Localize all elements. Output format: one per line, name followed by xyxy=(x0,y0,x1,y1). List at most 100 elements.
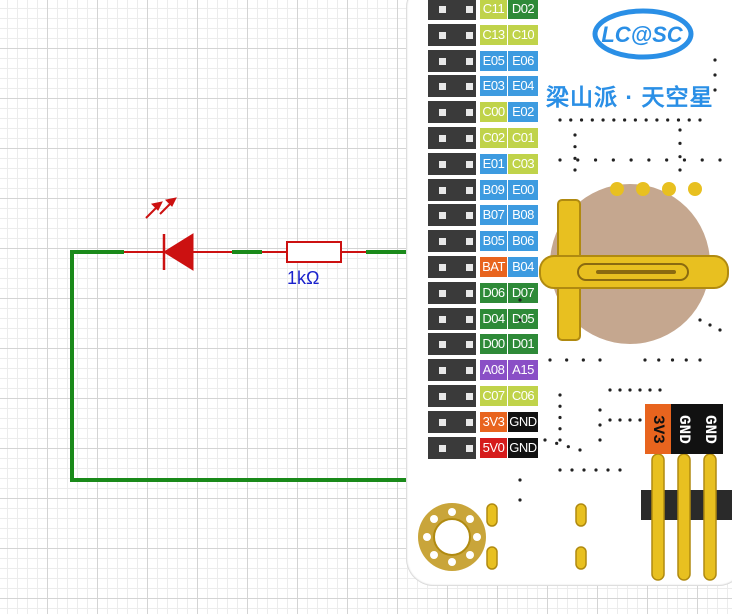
bottom-header-label: 3V3 xyxy=(645,404,671,454)
header-pin-block[interactable] xyxy=(428,436,476,459)
pin-label: GND xyxy=(508,411,538,432)
pin-square[interactable] xyxy=(439,315,446,323)
pin-square[interactable] xyxy=(466,57,473,65)
resistor-value-label[interactable]: 1kΩ xyxy=(287,268,320,288)
header-pin-block[interactable] xyxy=(428,385,476,407)
pin-square[interactable] xyxy=(466,341,473,349)
header-pin-block[interactable] xyxy=(428,256,476,278)
header-pin-block[interactable] xyxy=(428,23,476,46)
pin-square[interactable] xyxy=(439,238,446,246)
header-pin-block[interactable] xyxy=(428,178,476,201)
pin-square[interactable] xyxy=(439,264,446,271)
led-triangle xyxy=(163,233,194,271)
pin-label: E04 xyxy=(508,76,538,97)
pin-square[interactable] xyxy=(466,6,473,13)
pin-square[interactable] xyxy=(439,135,446,142)
pin-label: E05 xyxy=(480,50,507,71)
pin-label: GND xyxy=(508,437,538,458)
pin-label: E06 xyxy=(508,50,538,71)
bottom-header-label: GND xyxy=(671,404,697,454)
header-pin-block[interactable] xyxy=(428,359,476,382)
pin-label: D00 xyxy=(480,334,507,355)
pin-square[interactable] xyxy=(439,6,446,13)
pin-square[interactable] xyxy=(439,186,446,194)
pin-label: C07 xyxy=(480,386,507,406)
header-pin-block[interactable] xyxy=(428,307,476,330)
pin-label: C10 xyxy=(508,24,538,45)
pin-square[interactable] xyxy=(466,109,473,117)
pin-square[interactable] xyxy=(466,289,473,297)
pin-label: E00 xyxy=(508,179,538,200)
pin-label: B09 xyxy=(480,179,507,200)
pin-square[interactable] xyxy=(466,367,473,375)
pin-square[interactable] xyxy=(439,31,446,39)
pin-label: C01 xyxy=(508,128,538,148)
pin-square[interactable] xyxy=(439,160,446,168)
pin-square[interactable] xyxy=(466,418,473,426)
pin-square[interactable] xyxy=(466,264,473,271)
pin-label: C11 xyxy=(480,0,507,19)
pin-square[interactable] xyxy=(439,341,446,349)
pin-label: D05 xyxy=(508,308,538,329)
pin-square[interactable] xyxy=(466,444,473,452)
pin-square[interactable] xyxy=(439,418,446,426)
pin-square[interactable] xyxy=(439,393,446,400)
pin-square[interactable] xyxy=(466,135,473,142)
header-pin-block[interactable] xyxy=(428,410,476,433)
pin-label: D07 xyxy=(508,282,538,303)
pin-label: D04 xyxy=(480,308,507,329)
pin-square[interactable] xyxy=(466,160,473,168)
pin-square[interactable] xyxy=(466,83,473,91)
pin-square[interactable] xyxy=(466,212,473,220)
header-pin-block[interactable] xyxy=(428,101,476,124)
header-pin-block[interactable] xyxy=(428,230,476,253)
pin-label: E02 xyxy=(508,102,538,123)
pin-square[interactable] xyxy=(439,367,446,375)
led-symbol[interactable] xyxy=(124,197,232,271)
pin-label: 3V3 xyxy=(480,411,507,432)
pin-label: C13 xyxy=(480,24,507,45)
pin-label: D02 xyxy=(508,0,538,19)
pin-square[interactable] xyxy=(439,212,446,220)
header-pin-block[interactable] xyxy=(428,281,476,304)
pin-square[interactable] xyxy=(439,57,446,65)
pin-label: B06 xyxy=(508,231,538,252)
pin-square[interactable] xyxy=(439,109,446,117)
pin-label: D06 xyxy=(480,282,507,303)
pin-square[interactable] xyxy=(466,31,473,39)
resistor-body xyxy=(286,241,342,263)
resistor-symbol[interactable] xyxy=(262,241,366,263)
pin-label: B08 xyxy=(508,205,538,226)
header-pin-block[interactable] xyxy=(428,152,476,175)
board-title: 梁山派 · 天空星 xyxy=(546,84,714,110)
pin-label: B05 xyxy=(480,231,507,252)
pin-label: A08 xyxy=(480,360,507,381)
header-pin-block[interactable] xyxy=(428,333,476,356)
pin-square[interactable] xyxy=(466,238,473,246)
pin-square[interactable] xyxy=(466,393,473,400)
bottom-header-label: GND xyxy=(697,404,723,454)
header-pin-block[interactable] xyxy=(428,204,476,227)
pin-square[interactable] xyxy=(466,186,473,194)
header-pin-block[interactable] xyxy=(428,49,476,72)
pin-square[interactable] xyxy=(466,315,473,323)
pin-square[interactable] xyxy=(439,83,446,91)
pin-label: D01 xyxy=(508,334,538,355)
header-pin-block[interactable] xyxy=(428,0,476,20)
logo-text: LC@SC xyxy=(601,22,683,47)
lcsc-logo: LC@SC xyxy=(588,4,696,72)
pin-square[interactable] xyxy=(439,444,446,452)
pin-label: BAT xyxy=(480,257,507,277)
led-light-arrows-icon xyxy=(145,197,177,219)
pin-label: B04 xyxy=(508,257,538,277)
header-pin-block[interactable] xyxy=(428,127,476,149)
pin-label: E03 xyxy=(480,76,507,97)
pin-label: C02 xyxy=(480,128,507,148)
pin-square[interactable] xyxy=(439,289,446,297)
pin-label: A15 xyxy=(508,360,538,381)
header-pin-block[interactable] xyxy=(428,75,476,98)
pin-label: E01 xyxy=(480,153,507,174)
pin-label: B07 xyxy=(480,205,507,226)
pin-label: C00 xyxy=(480,102,507,123)
